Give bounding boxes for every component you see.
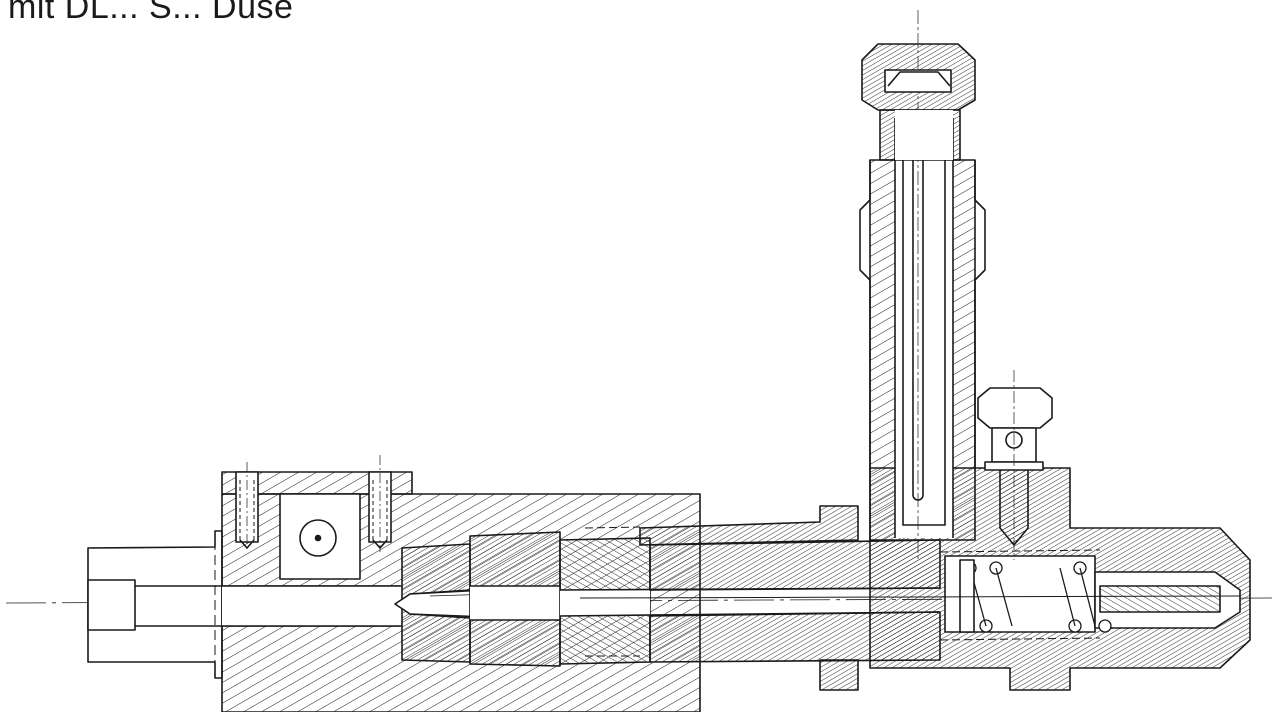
clamp-screw-left (235, 462, 259, 552)
clamp-screw-right (368, 455, 392, 552)
sleeve-nut (639, 505, 859, 546)
inlet-bore (87, 579, 136, 631)
push-rod (579, 595, 1241, 599)
edge-filter (902, 124, 946, 526)
vent-screw (977, 387, 1053, 429)
figure-caption: mit DL... S... Düse (8, 0, 294, 26)
clamp-flange (221, 471, 413, 495)
